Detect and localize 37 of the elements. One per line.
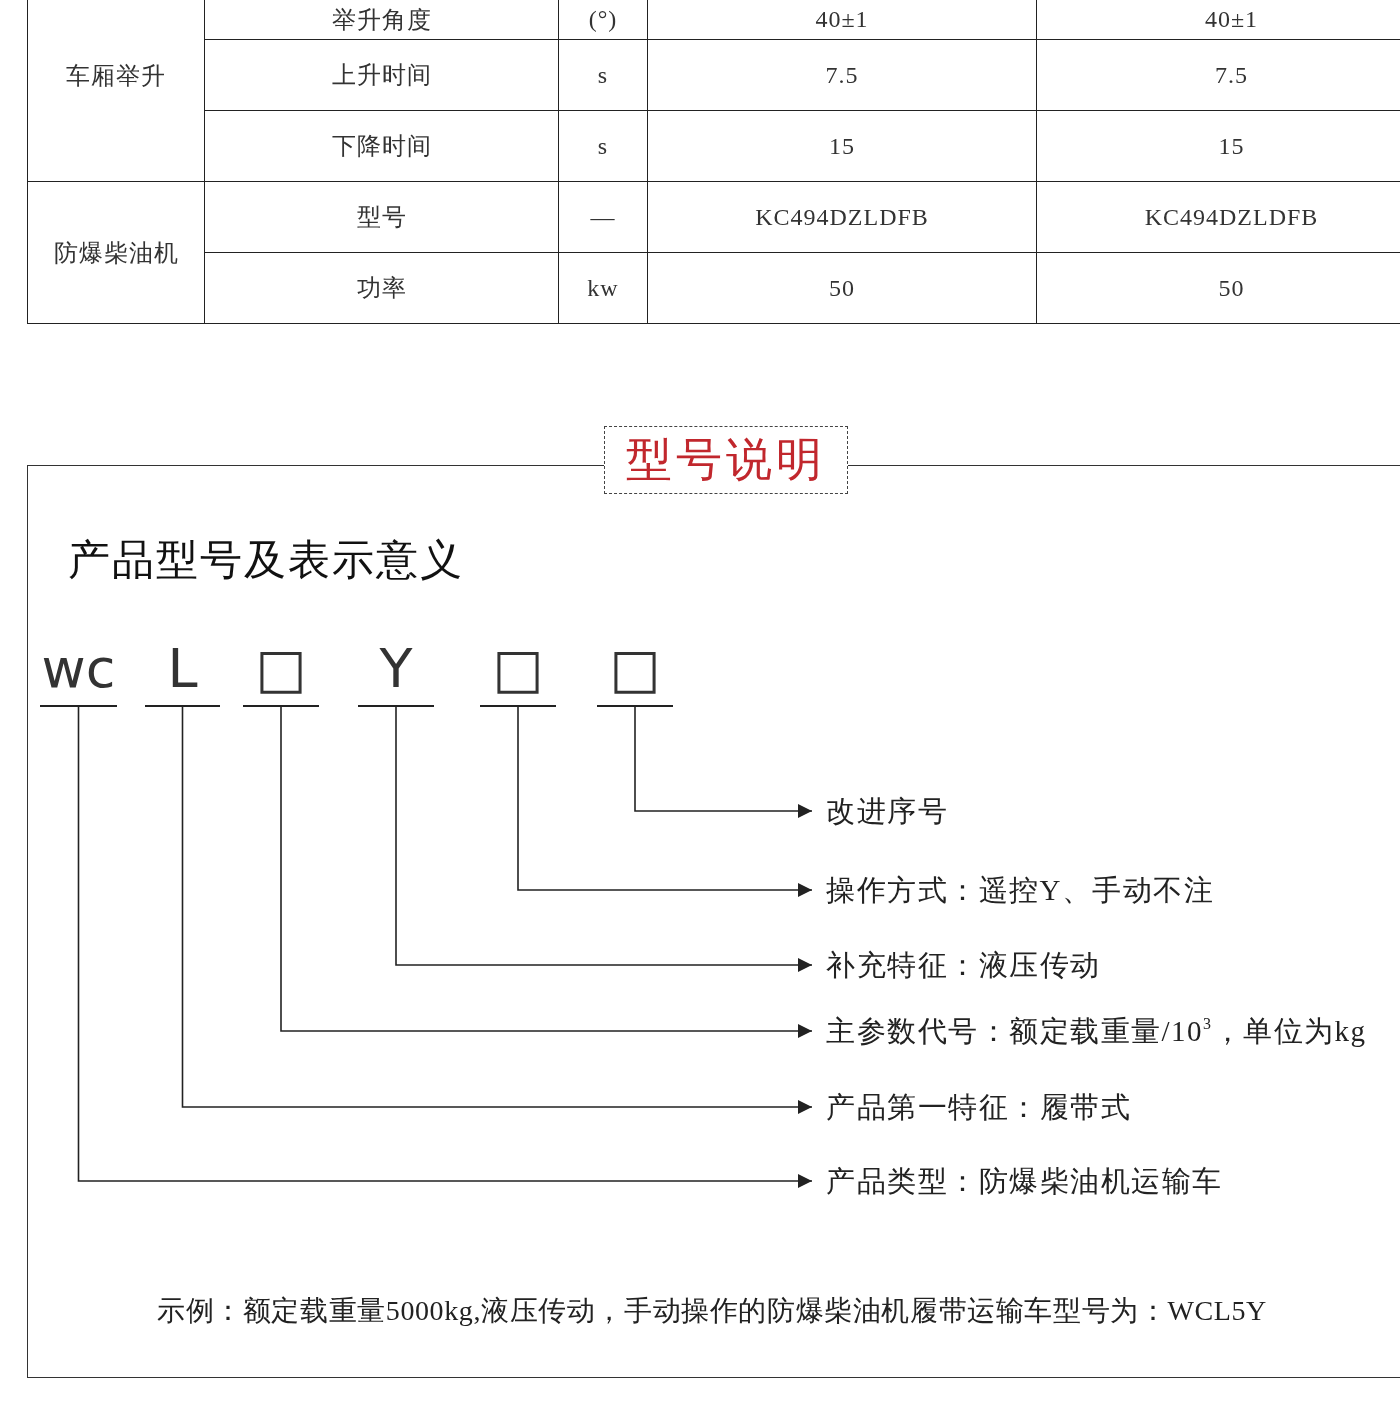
table-cell: 40±1 <box>1036 0 1400 40</box>
table-cell: 7.5 <box>647 40 1036 111</box>
leader-arrow <box>77 706 813 1188</box>
table-cell: 防爆柴油机 <box>27 182 204 324</box>
code-description: 改进序号 <box>812 788 948 834</box>
table-cell: 功率 <box>204 253 558 324</box>
leader-arrow <box>517 706 813 897</box>
section-title: 型号说明 <box>604 426 848 494</box>
section-heading: 产品型号及表示意义 <box>68 536 464 585</box>
table-cell: KC494DZLDFB <box>647 182 1036 253</box>
table-cell: 50 <box>647 253 1036 324</box>
table-cell: (°) <box>558 0 647 40</box>
table-cell: 40±1 <box>647 0 1036 40</box>
table-cell: s <box>558 40 647 111</box>
table-cell: — <box>558 182 647 253</box>
code-description: 补充特征：液压传动 <box>812 942 1101 988</box>
leader-arrow <box>634 706 813 818</box>
table-cell: 7.5 <box>1036 40 1400 111</box>
table-cell: 型号 <box>204 182 558 253</box>
table-cell: 上升时间 <box>204 40 558 111</box>
table-cell: s <box>558 111 647 182</box>
code-description: 主参数代号：额定载重量/10$^{3}$，单位为kg <box>812 1008 1367 1054</box>
table-cell: KC494DZLDFB <box>1036 182 1400 253</box>
leader-arrow <box>280 706 813 1038</box>
code-description: 产品第一特征：履带式 <box>812 1084 1131 1130</box>
table-cell: 车厢举升 <box>27 0 204 182</box>
example-note: 示例：额定载重量5000kg,液压传动，手动操作的防爆柴油机履带运输车型号为：WCL5Y <box>157 1294 1267 1328</box>
leader-arrow <box>395 706 813 972</box>
table-cell: 15 <box>647 111 1036 182</box>
leader-arrow <box>181 706 813 1114</box>
table-cell: 50 <box>1036 253 1400 324</box>
code-description: 操作方式：遥控Y、手动不注 <box>812 867 1215 913</box>
table-cell: 15 <box>1036 111 1400 182</box>
code-description: 产品类型：防爆柴油机运输车 <box>812 1158 1223 1204</box>
table-cell: 举升角度 <box>204 0 558 40</box>
table-cell: kw <box>558 253 647 324</box>
table-cell: 下降时间 <box>204 111 558 182</box>
